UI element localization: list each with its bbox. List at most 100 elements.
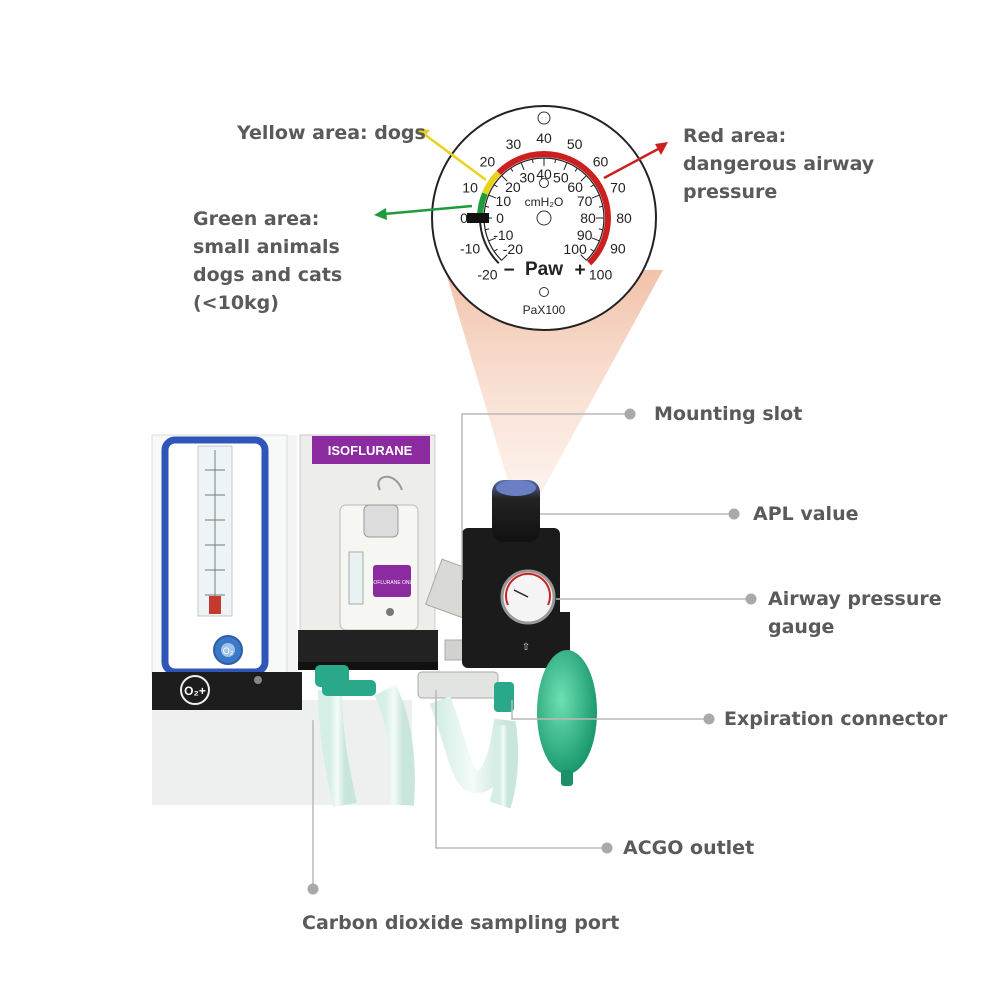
gauge-plus-sign: +: [574, 260, 585, 281]
gauge-red-zone: [496, 151, 611, 266]
red-area-label: Red area: dangerous airway pressure: [683, 122, 874, 206]
red-arrowhead: [655, 142, 668, 155]
expiration-leader: [511, 700, 706, 720]
gauge-top-screw: [537, 111, 551, 125]
mounting-slot-dot: [624, 408, 636, 420]
machine-base-strip: [152, 672, 302, 710]
gauge-tick: [531, 159, 534, 164]
mounting-slot-label: Mounting slot: [654, 403, 803, 425]
gauge-tick: [520, 162, 525, 171]
gauge-tick: [574, 167, 578, 172]
mounting-slot-leader: [461, 413, 628, 580]
green-area-line-1: Green area:: [193, 208, 320, 230]
gauge-outer-tick-label: 80: [616, 210, 632, 226]
gauge-dot: [745, 593, 757, 605]
o2-knob-label: O₂: [223, 646, 234, 656]
red-arrow: [603, 146, 661, 180]
gauge-minus-sign: −: [503, 260, 514, 281]
device-photo: O₂ O₂+ ISOFLURANE ISOFLURANE ONLY ⇧: [151, 434, 597, 809]
green-area-label: Green area: small animals dogs and cats …: [193, 205, 342, 317]
gauge-tick: [501, 254, 508, 261]
gauge-tick: [598, 228, 603, 231]
green-arrow: [383, 204, 473, 216]
acgo-dot: [601, 842, 613, 854]
red-area-line-2: dangerous airway: [683, 153, 875, 175]
gauge-yellow-zone: [482, 170, 501, 195]
yellow-area-line-1: Yellow area: dogs: [237, 122, 426, 144]
gauge-tick: [591, 237, 600, 242]
expiration-connector-part: [494, 682, 514, 712]
gauge-paw-label: Paw: [525, 259, 563, 280]
apl-value-label: APL value: [753, 503, 859, 525]
gauge-tick: [493, 184, 498, 188]
vaporizer-label: ISOFLURANE: [328, 443, 413, 458]
vaporizer-tag: [373, 565, 411, 597]
vaporizer-dial: [363, 504, 399, 538]
corrugated-tube-mid: [374, 684, 415, 806]
gauge-outer-tick-label: 60: [593, 153, 609, 169]
gauge-tick: [488, 237, 497, 242]
expiration-connector-label: Expiration connector: [724, 708, 948, 730]
gauge-inner-tick-label: 40: [536, 166, 552, 182]
gauge-outer-tick-label: 90: [610, 241, 626, 257]
o2-flush-label: O₂+: [184, 684, 206, 698]
yellow-arrowhead: [416, 128, 430, 139]
red-area-line-1: Red area:: [683, 125, 787, 147]
gauge-inner-tick-label: 80: [580, 210, 596, 226]
acgo-leader: [435, 690, 604, 849]
gauge-pivot: [536, 210, 552, 226]
red-area-line-3: pressure: [683, 181, 778, 203]
gauge-tick: [590, 248, 595, 252]
green-area-line-4: (<10kg): [193, 292, 279, 314]
gauge-outer-tick-label: 40: [536, 130, 552, 146]
gauge-tick: [510, 167, 514, 172]
vaporizer-label-band: [312, 436, 430, 464]
gauge-unit: cmH₂O: [525, 195, 564, 209]
gauge-outer-tick-label: 30: [506, 136, 522, 152]
gauge-inner-tick-label: 20: [505, 179, 521, 195]
gauge-outer-tick-label: -20: [477, 267, 497, 283]
gauge-outer-tick-label: 50: [567, 136, 583, 152]
gauge-tick: [485, 205, 490, 208]
corrugated-tube-left: [318, 689, 357, 808]
gauge-tick: [554, 159, 557, 164]
co2-dot: [307, 883, 319, 895]
gauge-inner-tick-label: 60: [567, 179, 583, 195]
gauge-tick: [580, 175, 587, 182]
gauge-tick: [598, 205, 603, 208]
gauge-inner-tick-label: -20: [503, 241, 523, 257]
yellow-arrow: [423, 132, 487, 182]
gauge-outer-tick-label: 100: [589, 267, 613, 283]
gauge-tick: [590, 184, 595, 188]
airway-gauge-line-1: Airway pressure: [768, 588, 942, 610]
apl-dot: [728, 508, 740, 520]
gauge-tick: [501, 175, 508, 182]
gauge-needle: [467, 213, 489, 223]
gauge-inner-tick-label: 90: [577, 227, 593, 243]
gauge-tick: [485, 228, 490, 231]
green-area-line-3: dogs and cats: [193, 264, 343, 286]
gauge-tick: [493, 248, 498, 252]
gauge-inner-tick-label: 0: [496, 210, 504, 226]
breathing-bag: [537, 650, 597, 774]
co2-port-label: Carbon dioxide sampling port: [302, 912, 620, 934]
expiration-dot: [703, 713, 715, 725]
vaporizer-tag-text: ISOFLURANE ONLY: [369, 580, 416, 586]
airway-gauge-line-2: gauge: [768, 616, 835, 638]
svg-text:⇧: ⇧: [522, 642, 530, 653]
gauge-outer-tick-label: 0: [460, 210, 468, 226]
gauge-tick: [591, 194, 600, 199]
acgo-outlet-label: ACGO outlet: [623, 837, 755, 859]
gauge-tick: [488, 194, 497, 199]
corrugated-tube-right: [429, 696, 516, 793]
airway-gauge-label: Airway pressure gauge: [768, 585, 942, 641]
green-arrowhead: [374, 208, 387, 220]
gauge-inner-tick-label: 70: [577, 193, 593, 209]
gauge-inner-tick-label: -10: [493, 227, 513, 243]
gauge-outer-tick-label: 70: [610, 179, 626, 195]
gauge-inner-tick-label: 30: [519, 169, 535, 185]
gauge-outer-tick-label: 20: [480, 153, 496, 169]
zoom-beam: [445, 270, 663, 528]
